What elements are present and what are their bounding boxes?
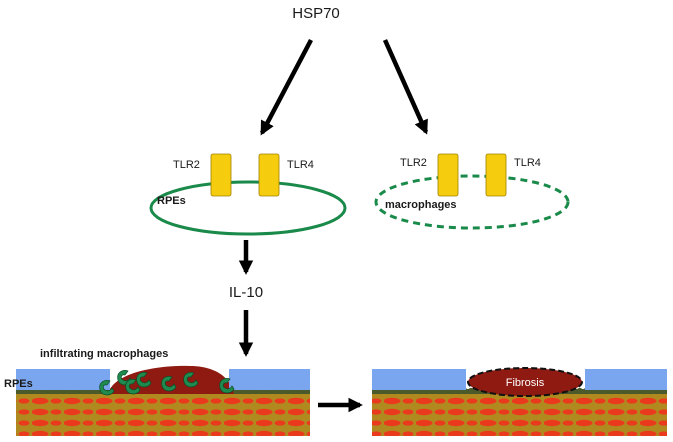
rpe-layer-right	[585, 369, 667, 390]
tlr4-receptor-rpe	[258, 153, 280, 197]
tlr4-label-rpe: TLR4	[287, 159, 314, 171]
rpe-cell-outline	[149, 180, 347, 236]
fibrosis-label: Fibrosis	[506, 377, 545, 389]
macrophage-icon	[183, 372, 199, 388]
arrow-icon	[382, 39, 429, 135]
tlr4-receptor-macrophage	[485, 153, 507, 197]
membrane-bead	[576, 387, 583, 395]
il10-label: IL-10	[229, 284, 263, 301]
macrophage-icon	[125, 379, 141, 395]
rpe-layer-label: RPEs	[4, 378, 33, 390]
retina-panel-left: infiltrating macrophages RPEs	[4, 348, 311, 436]
tlr2-label-macrophage: TLR2	[400, 157, 427, 169]
fibrosis-scar	[467, 367, 583, 397]
macrophage-icon	[136, 372, 152, 388]
tlr2-receptor-macrophage	[437, 153, 459, 197]
retina-panel-right: Fibrosis	[371, 367, 667, 436]
macrophage-cell: TLR2 TLR4 macrophages	[374, 153, 570, 230]
rpe-layer-left	[372, 369, 466, 390]
membrane-bead	[467, 387, 475, 395]
infiltrating-macrophages	[99, 370, 235, 396]
tlr4-label-macrophage: TLR4	[514, 157, 541, 169]
hsp70-label: HSP70	[292, 5, 340, 22]
rpe-cell: TLR2 TLR4 RPEs	[149, 153, 347, 236]
macrophage-icon	[99, 380, 115, 396]
tlr2-label-rpe: TLR2	[173, 159, 200, 171]
choroid-vessels	[16, 395, 310, 436]
macrophage-icon	[161, 376, 177, 392]
infiltrating-macrophages-label: infiltrating macrophages	[40, 348, 168, 360]
lesion	[108, 365, 234, 394]
macrophage-cell-label: macrophages	[385, 199, 457, 211]
rpe-layer-left	[16, 369, 110, 390]
rpe-cell-label: RPEs	[157, 195, 186, 207]
macrophage-icon	[219, 378, 235, 394]
tlr2-receptor-rpe	[210, 153, 232, 197]
macrophage-cell-outline	[374, 174, 570, 230]
arrow-icon	[260, 38, 313, 136]
rpe-layer-right	[229, 369, 310, 390]
choroid-vessels	[372, 395, 667, 436]
